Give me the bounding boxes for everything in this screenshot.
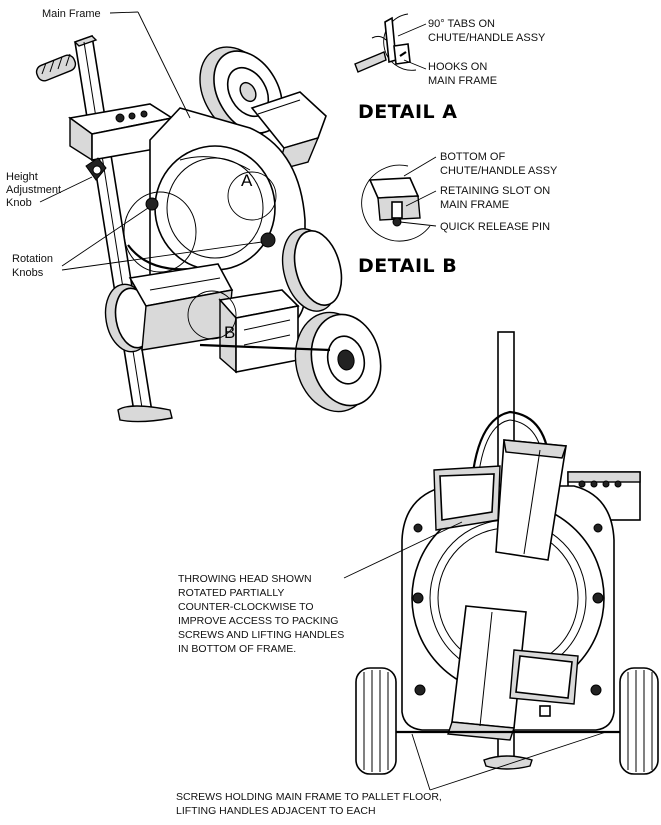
leader-bottom [403, 156, 437, 177]
front-foot [483, 755, 533, 770]
label-main-frame: Main Frame [42, 8, 101, 20]
svg-text:Rotation: Rotation [12, 253, 53, 265]
svg-text:IN BOTTOM OF FRAME.: IN BOTTOM OF FRAME. [178, 643, 296, 655]
leader-throwing-head [343, 521, 463, 579]
lower-chute [128, 263, 234, 351]
detail-a [354, 13, 417, 73]
front-lower-chute [447, 605, 579, 741]
label-bottom: BOTTOM OF CHUTE/HANDLE ASSY [440, 151, 558, 177]
handle-grip [35, 53, 77, 82]
svg-text:Knobs: Knobs [12, 267, 44, 279]
label-rotation-knobs: Rotation Knobs [12, 253, 53, 279]
axle [199, 343, 331, 352]
label-retaining: RETAINING SLOT ON MAIN FRAME [440, 185, 550, 211]
detail-a-circle [227, 171, 277, 221]
front-upper-chute [433, 439, 567, 561]
machine-front-view [355, 331, 659, 775]
front-right-wheel [619, 667, 659, 775]
svg-text:CHUTE/HANDLE ASSY: CHUTE/HANDLE ASSY [440, 165, 558, 177]
detail-b-circle [187, 290, 237, 340]
detail-a-title: DETAIL A [358, 101, 457, 123]
front-wheel [294, 311, 382, 413]
svg-text:MAIN FRAME: MAIN FRAME [440, 199, 509, 211]
svg-text:ROTATED PARTIALLY: ROTATED PARTIALLY [178, 587, 284, 599]
detail-b [361, 164, 431, 242]
leader-hooks [403, 59, 427, 70]
svg-text:COUNTER-CLOCKWISE TO: COUNTER-CLOCKWISE TO [178, 601, 314, 613]
svg-text:MAIN FRAME: MAIN FRAME [428, 75, 497, 87]
height-adjustment-knob [85, 157, 107, 181]
svg-text:HOOKS ON: HOOKS ON [428, 61, 487, 73]
motor-box [218, 289, 300, 374]
label-height-adjustment: Height Adjustment Knob [6, 171, 61, 209]
svg-text:LIFTING HANDLES ADJACENT TO EA: LIFTING HANDLES ADJACENT TO EACH [176, 805, 376, 817]
leader-retaining [405, 190, 437, 207]
right-rear-wheel [281, 228, 343, 312]
svg-text:THROWING HEAD SHOWN: THROWING HEAD SHOWN [178, 573, 312, 585]
label-screws: SCREWS HOLDING MAIN FRAME TO PALLET FLOO… [176, 791, 442, 817]
svg-text:SCREWS HOLDING MAIN FRAME TO P: SCREWS HOLDING MAIN FRAME TO PALLET FLOO… [176, 791, 442, 803]
svg-text:Height: Height [6, 171, 38, 183]
callout-b: B [224, 323, 235, 342]
label-hooks: HOOKS ON MAIN FRAME [428, 61, 497, 87]
svg-text:SCREWS AND LIFTING HANDLES: SCREWS AND LIFTING HANDLES [178, 629, 344, 641]
leader-rotation-knob-1 [61, 207, 149, 267]
leader-height-knob [39, 176, 93, 203]
svg-text:90° TABS ON: 90° TABS ON [428, 18, 495, 30]
leader-screws-1 [411, 733, 431, 791]
leader-screws-2 [429, 731, 607, 791]
detail-b-title: DETAIL B [358, 255, 457, 277]
leader-quick-release [399, 221, 437, 227]
svg-text:BOTTOM OF: BOTTOM OF [440, 151, 505, 163]
leader-rotation-knob-2 [61, 241, 263, 271]
label-tabs: 90° TABS ON CHUTE/HANDLE ASSY [428, 18, 546, 44]
leader-tabs [397, 23, 427, 37]
machine-isometric-view: A B [35, 34, 382, 423]
svg-text:IMPROVE ACCESS TO PACKING: IMPROVE ACCESS TO PACKING [178, 615, 338, 627]
svg-text:RETAINING SLOT ON: RETAINING SLOT ON [440, 185, 550, 197]
callout-a: A [241, 171, 253, 190]
svg-text:CHUTE/HANDLE ASSY: CHUTE/HANDLE ASSY [428, 32, 546, 44]
svg-text:Adjustment: Adjustment [6, 184, 61, 196]
label-throwing-head: THROWING HEAD SHOWN ROTATED PARTIALLY CO… [178, 573, 344, 655]
svg-text:Knob: Knob [6, 197, 32, 209]
left-lower-wheel [104, 283, 154, 353]
label-quick-release: QUICK RELEASE PIN [440, 221, 550, 233]
leader-main-frame [137, 11, 191, 119]
front-left-wheel [355, 667, 397, 775]
